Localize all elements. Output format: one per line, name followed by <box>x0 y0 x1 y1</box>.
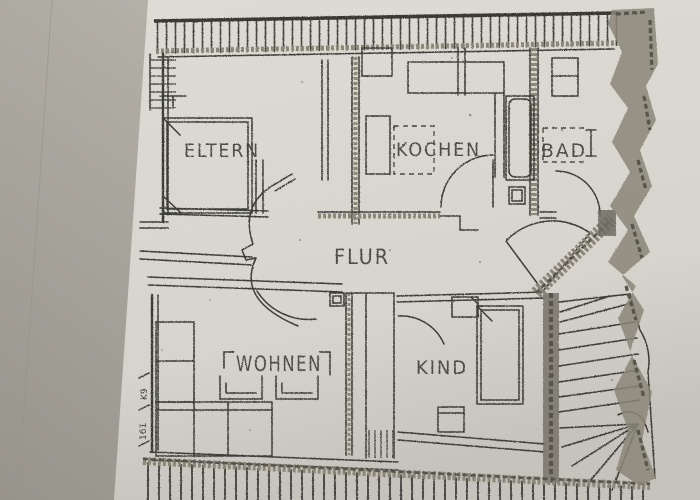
toilet <box>508 186 526 205</box>
child-room-walls <box>396 291 546 453</box>
kitchen-walls <box>317 47 466 225</box>
side-annotation-top: K9 <box>140 388 150 400</box>
terrace-hatch-top <box>153 11 619 58</box>
photocopy-smudge-dark-specks <box>615 10 654 471</box>
room-label-flur: FLUR <box>334 245 390 269</box>
side-dimension-annotations: K9 161 <box>138 372 150 447</box>
parents-bed <box>162 117 264 214</box>
sofa <box>155 321 273 457</box>
outer-walls <box>139 52 343 454</box>
smudged-diagonal-wall <box>531 210 617 298</box>
bath-door-swing <box>555 170 601 216</box>
kitchen-door-swing <box>440 154 494 208</box>
entry-door-swing <box>505 220 592 293</box>
winder-staircase <box>543 293 656 491</box>
bathtub <box>505 95 535 181</box>
photocopy-smudge-right-edge <box>608 8 658 486</box>
room-label-bad: BAD <box>541 140 587 162</box>
terrace-hatch-bottom <box>142 457 651 500</box>
armchairs <box>219 351 331 400</box>
wash-basin <box>551 57 579 97</box>
radiator-icon <box>585 129 597 157</box>
room-label-kind: KIND <box>416 357 468 379</box>
living-room-walls <box>149 292 399 471</box>
room-labels: ELTERN KOCHEN BAD FLUR WOHNEN KIND <box>184 139 587 379</box>
room-label-wohnen: WOHNEN <box>236 352 322 376</box>
side-annotation-bottom: 161 <box>139 423 149 440</box>
bath-dashed-zone <box>542 127 588 163</box>
child-door-swing <box>397 315 445 345</box>
floor-plan-drawing: K9 161 ELTERN KOCHEN BAD FLUR WOHNEN KIN… <box>138 8 658 500</box>
room-label-kochen: KOCHEN <box>396 139 481 161</box>
bath-walls <box>529 47 557 219</box>
room-label-eltern: ELTERN <box>184 140 260 162</box>
photocopy-specks <box>161 57 614 441</box>
kitchen-counter <box>365 61 505 178</box>
hall-door-swings <box>241 173 479 327</box>
child-bed <box>437 296 524 433</box>
